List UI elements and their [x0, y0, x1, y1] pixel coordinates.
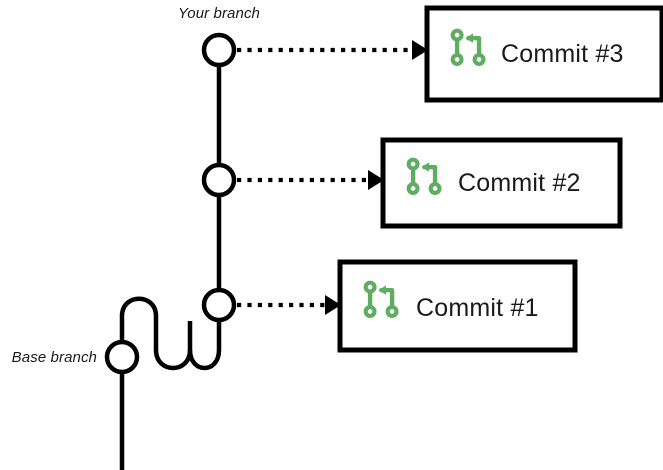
commit-2-group: Commit #2 — [237, 137, 623, 229]
commit-1-group: Commit #1 — [237, 259, 578, 353]
commit-3-box[interactable] — [424, 5, 663, 103]
commit-1-arrow-head-icon — [325, 295, 341, 315]
commit-3-arrow-head-icon — [412, 40, 428, 60]
commit-1-node[interactable] — [201, 287, 237, 323]
commit-2-box[interactable] — [380, 137, 623, 229]
base-branch-merge-curve — [119, 296, 193, 371]
commit-2-label: Commit #2 — [458, 169, 581, 197]
commit-1-box[interactable] — [337, 259, 578, 353]
git-pull-request-icon — [363, 280, 399, 318]
commit-2-node[interactable] — [201, 162, 237, 198]
git-pull-request-arrow — [421, 162, 429, 172]
git-pull-request-arrow — [378, 285, 386, 295]
commit-3-node[interactable] — [201, 32, 237, 68]
git-pull-request-icon — [450, 28, 486, 66]
git-pull-request-arrow — [465, 33, 473, 43]
base-branch-merge-join — [187, 320, 222, 371]
base-branch-label: Base branch — [12, 349, 97, 366]
your-branch-label: Your branch — [178, 5, 260, 22]
commit-2-arrow-head-icon — [368, 170, 384, 190]
git-pull-request-icon — [406, 157, 442, 195]
commit-3-label: Commit #3 — [501, 40, 624, 68]
base-branch-node[interactable] — [104, 339, 140, 375]
commit-3-group: Commit #3 — [237, 5, 663, 103]
commit-1-label: Commit #1 — [416, 294, 539, 322]
base-branch-path-group — [119, 296, 222, 470]
